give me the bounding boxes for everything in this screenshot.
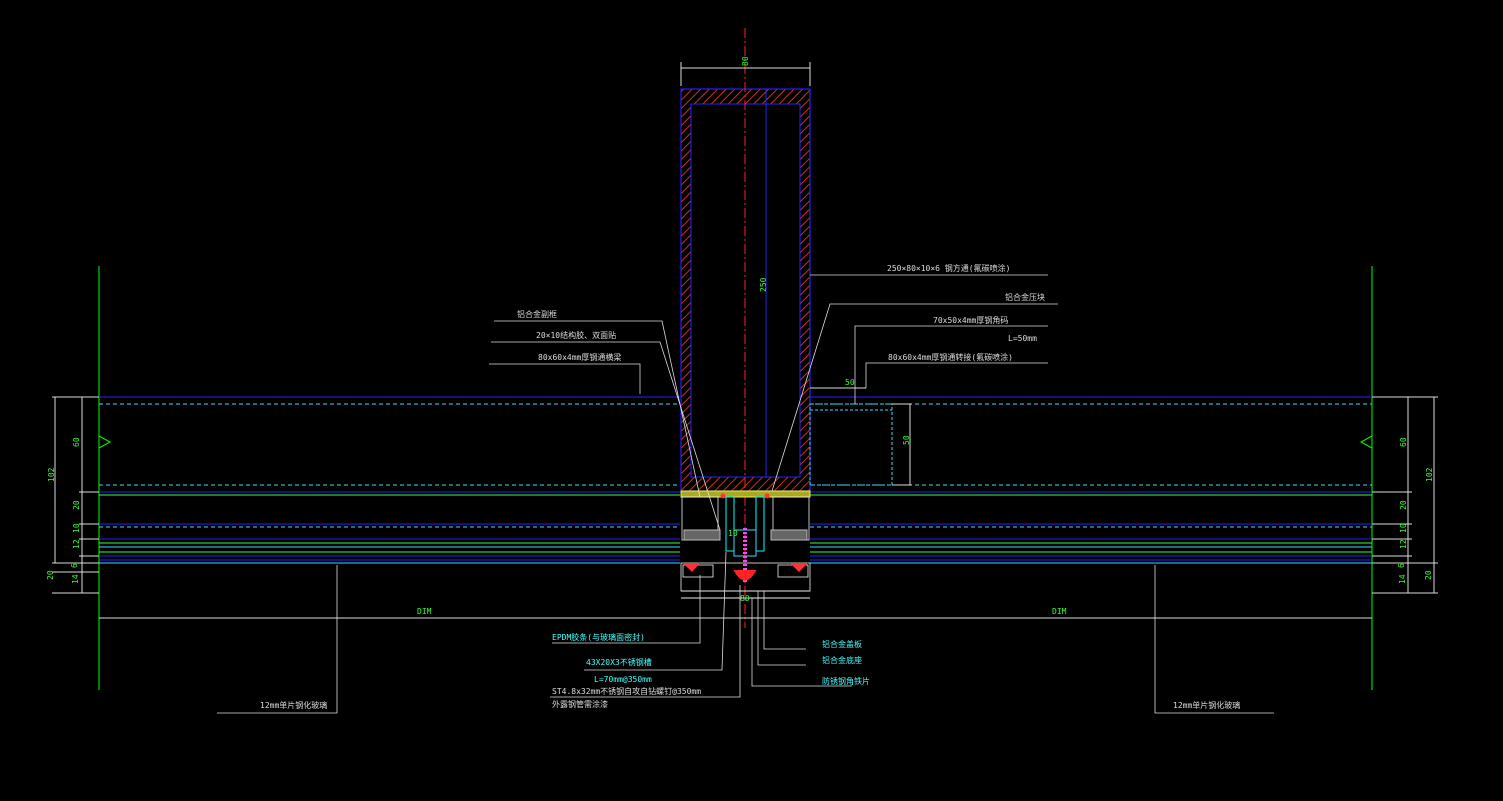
right-dim-5: 6: [1397, 563, 1406, 568]
right-dim-3: 10: [1399, 523, 1408, 533]
left-dim-4: 12: [72, 539, 81, 549]
right-dim-4: 12: [1399, 539, 1408, 549]
label-steel-tube-right: 80x60x4mm厚钢通转接(氟碳喷涂): [888, 352, 1013, 362]
span-right-text: DIM: [1052, 607, 1067, 616]
label-steel-angle-bottom: 防锈钢角铁片: [822, 676, 870, 686]
label-aluminum-cover: 铝合金副框: [517, 309, 557, 319]
label-epdm: EPDM胶条(与玻璃面密封): [552, 632, 645, 642]
label-double-tape: 20×10结构胶、双面贴: [536, 330, 616, 340]
label-length-50: L=50mm: [1008, 334, 1037, 343]
right-dim-6: 14: [1398, 574, 1407, 584]
left-dim-2: 20: [72, 500, 81, 510]
label-alu-cover-a: 铝合金盖板: [822, 639, 862, 649]
left-dim-5: 6: [70, 563, 79, 568]
label-steel-tube: 250×80×10×6 钢方通(氟碳喷涂): [887, 263, 1010, 273]
annotations: 250×80×10×6 钢方通(氟碳喷涂) 铝合金压块 70x50x4mm厚钢角…: [260, 263, 1240, 710]
bottom-width-text: 80: [740, 594, 750, 603]
center-dim-text: 10: [728, 529, 738, 538]
leader-lines: [217, 274, 1274, 714]
label-aluminum-plate-right: 铝合金压块: [1005, 292, 1045, 302]
top-dim-text: 80: [741, 56, 750, 66]
panel-layers: [99, 396, 1372, 564]
left-dim-overall: 102: [47, 467, 56, 482]
top-dimension: 80: [680, 56, 811, 86]
right-dimensions: 102 60 20 10 12 6 14 20: [1372, 396, 1438, 594]
label-screw-sub: 外露钢管需涂漆: [552, 699, 608, 709]
span-left-text: DIM: [417, 607, 432, 616]
label-angle-steel: 70x50x4mm厚钢角码: [933, 315, 1008, 325]
tube-height-text: 250: [759, 277, 768, 292]
left-dim-3: 10: [72, 523, 81, 533]
bracket-dim-v: 50: [902, 435, 911, 445]
left-dimensions: 102 60 20 10 12 6 14 20: [46, 396, 99, 594]
right-dim-7: 20: [1424, 570, 1433, 580]
left-dim-7: 20: [46, 570, 55, 580]
label-screw: ST4.8x32mm不锈钢自攻自钻螺钉@350mm: [552, 686, 701, 696]
span-dimension: DIM DIM: [99, 607, 1372, 619]
right-dim-overall: 102: [1425, 467, 1434, 482]
left-dim-6: 14: [71, 574, 80, 584]
label-glass-right: 12mm单片钢化玻璃: [1173, 700, 1240, 710]
label-glass-left: 12mm单片钢化玻璃: [260, 700, 327, 710]
label-channel-steel: 43X20X3不锈钢槽: [586, 657, 652, 667]
label-length-70: L=70mm@350mm: [594, 675, 652, 684]
break-symbol-left: [98, 435, 112, 449]
label-steel-tube-left: 80x60x4mm厚钢通横梁: [538, 352, 621, 362]
bracket-dim-h: 50: [845, 378, 855, 387]
right-bracket: 50 50: [809, 378, 912, 486]
joint-assembly: 80 10: [680, 490, 811, 603]
right-dim-2: 20: [1399, 500, 1408, 510]
right-dim-1: 60: [1399, 437, 1408, 447]
left-dim-1: 60: [72, 437, 81, 447]
label-alu-cover-b: 铝合金底座: [822, 655, 862, 665]
break-symbol-right: [1359, 435, 1373, 449]
